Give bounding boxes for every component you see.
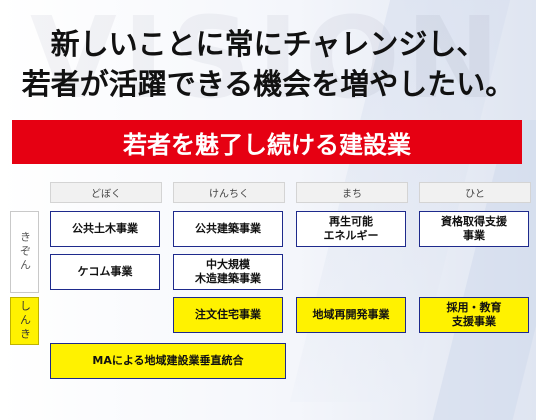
cell-kecom: ケコム事業: [50, 254, 160, 290]
column-header-hito: ひと: [419, 182, 531, 203]
cell-renewable-energy: 再生可能 エネルギー: [296, 211, 406, 247]
vision-banner: 若者を魅了し続ける建設業: [12, 120, 522, 164]
cell-qualification-support: 資格取得支援 事業: [419, 211, 529, 247]
cell-public-building: 公共建築事業: [173, 211, 283, 247]
cell-mid-large-wood: 中大規模 木造建築事業: [173, 254, 283, 290]
row-label-existing: きぞん: [10, 211, 39, 293]
vision-watermark: VISION: [30, 0, 506, 124]
column-header-machi: まち: [296, 182, 408, 203]
vision-headline: 新しいことに常にチャレンジし、 若者が活躍できる機会を増やしたい。: [0, 24, 536, 104]
column-header-doboku: どぼく: [50, 182, 162, 203]
cell-hiring-education: 採用・教育 支援事業: [419, 297, 529, 333]
row-label-new: しんき: [10, 297, 39, 345]
cell-public-civil: 公共土木事業: [50, 211, 160, 247]
cell-regional-redevelopment: 地域再開発事業: [296, 297, 406, 333]
headline-line-2: 若者が活躍できる機会を増やしたい。: [21, 67, 515, 101]
cell-ma-integration: MAによる地域建設業垂直統合: [50, 343, 286, 379]
headline-line-1: 新しいことに常にチャレンジし、: [50, 27, 486, 61]
column-header-kenchiku: けんちく: [173, 182, 285, 203]
cell-custom-house: 注文住宅事業: [173, 297, 283, 333]
